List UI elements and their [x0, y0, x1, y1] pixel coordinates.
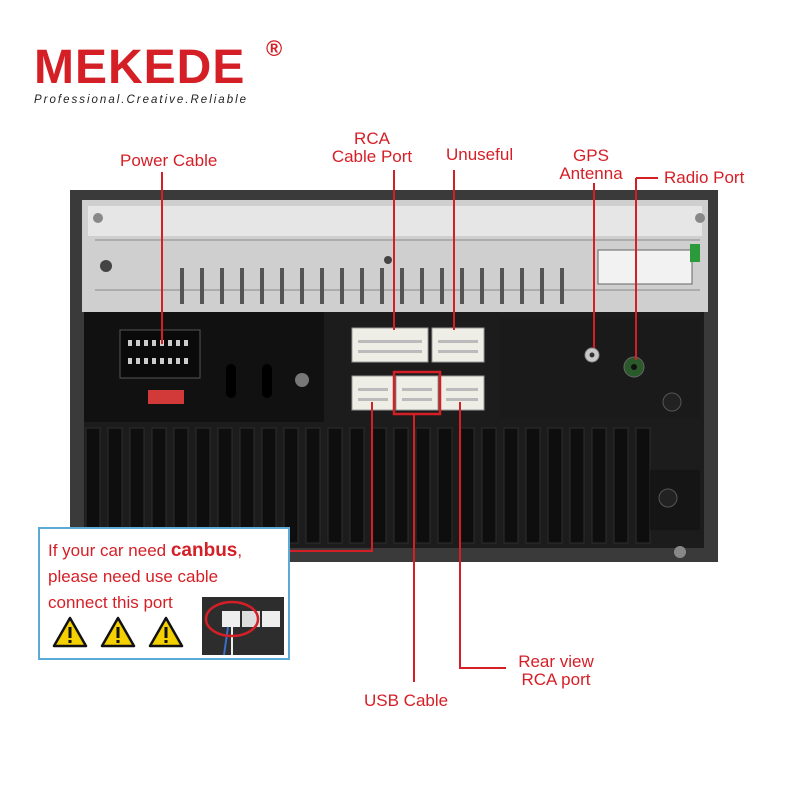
usb-port-highlight: [392, 370, 442, 416]
canbus-prefix: If your car need: [48, 541, 171, 560]
warning-icon: [100, 616, 136, 648]
canbus-suffix: ,: [237, 541, 243, 560]
canbus-line-2: please need use cable: [48, 567, 219, 586]
label-rear-view-rca: Rear view RCA port: [506, 653, 606, 689]
brand-tagline: Professional.Creative.Reliable: [34, 94, 249, 106]
label-radio-port: Radio Port: [664, 168, 745, 187]
label-rca-line2: Cable Port: [331, 147, 413, 166]
label-gps-antenna: GPS Antenna: [552, 147, 630, 183]
canbus-line-1: If your car need canbus,: [48, 541, 242, 561]
label-usb-cable: USB Cable: [364, 691, 449, 710]
canbus-line-3: connect this port: [48, 593, 173, 612]
brand-logo: MEKEDE ® Professional.Creative.Reliable: [34, 36, 282, 106]
canbus-port-photo: [202, 597, 284, 655]
label-rear-view-line2: RCA port: [521, 670, 591, 689]
unuseful-connector: [431, 327, 485, 363]
callout-lines: [161, 170, 658, 682]
fuse: [148, 390, 184, 404]
rear-view-rca-connector: [439, 375, 485, 411]
label-rca-cable-port: RCA Cable Port: [322, 130, 422, 166]
canbus-keyword: canbus: [170, 540, 238, 561]
label-gps-line2: Antenna: [559, 164, 623, 183]
registered-mark: ®: [266, 36, 283, 61]
usb-connector: [395, 375, 439, 411]
label-rca-line1: RCA: [354, 129, 390, 148]
label-power-cable: Power Cable: [120, 151, 218, 170]
warning-icon: [52, 616, 88, 648]
power-connector: [119, 329, 201, 379]
rca-cable-connector: [351, 327, 429, 363]
label-unuseful: Unuseful: [446, 145, 514, 164]
warning-icon: [148, 616, 184, 648]
label-gps-line1: GPS: [573, 146, 609, 165]
canbus-callout: If your car need canbus, please need use…: [38, 527, 290, 660]
brand-name: MEKEDE: [34, 41, 246, 94]
label-rear-view-line1: Rear view: [518, 652, 594, 671]
